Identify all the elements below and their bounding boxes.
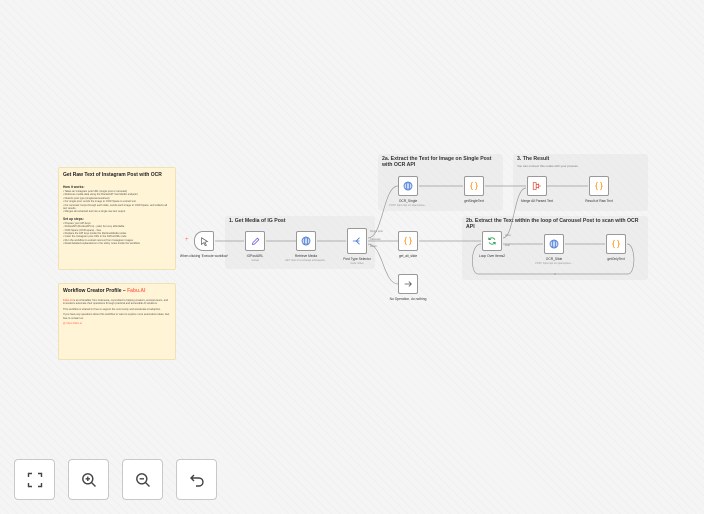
globe-icon [403, 181, 413, 191]
edge-label-loop: loop [505, 244, 510, 247]
node-label: Retrieve Media [294, 254, 318, 258]
group-title: 2a. Extract the Text for Image on Single… [382, 156, 492, 168]
setup-heading: Set up steps: [63, 216, 84, 221]
node-label: getOnlyText [607, 257, 625, 261]
node-label: getSingleText [464, 199, 484, 203]
cursor-click-icon [200, 236, 208, 246]
loop-icon [488, 237, 496, 245]
list-item: • Run the workflow to extract raw text f… [63, 238, 133, 242]
node-subtitle: POST: https://api.ocr.space/parse... [535, 262, 573, 265]
list-item: • Replace the API keys inside the Retrie… [63, 232, 127, 236]
list-item: • Prepare your API keys: [63, 221, 92, 225]
connection-posttype-noop [367, 243, 399, 285]
node-manual-trigger[interactable] [194, 231, 214, 251]
node-label: Post Type Selector [343, 257, 371, 261]
zoom-out-icon [135, 472, 150, 487]
switch-icon [352, 237, 360, 245]
node-subtitle: mode: Rules [350, 262, 364, 265]
node-label: OCR_Single [398, 199, 418, 203]
group-title: 3. The Result [517, 156, 550, 162]
edge-label-done: done [505, 234, 511, 237]
node-get-single-text[interactable] [464, 176, 484, 196]
list-item: - OCR.Space (OCR.space) - free [63, 228, 102, 232]
zoom-out-button[interactable] [122, 459, 163, 500]
braces-icon [404, 236, 412, 246]
list-item: • Retrieves media data using the RocketA… [63, 193, 138, 197]
list-item: • Detects post type (single/carousel/ree… [63, 196, 110, 200]
node-label: OCR_Slide [545, 257, 563, 261]
node-label: get_all_slide [398, 254, 418, 258]
braces-icon [595, 181, 603, 191]
node-post-type-selector[interactable] [347, 228, 367, 254]
node-label: Result of Raw Text [585, 199, 613, 203]
loop-plus-handle [554, 273, 556, 275]
node-igposturl[interactable] [245, 231, 265, 251]
node-merge-all-parsed-text[interactable] [527, 176, 547, 196]
connection-loop-merge [502, 187, 527, 239]
node-label: IGPostURL [246, 254, 264, 258]
profile-name: Fabu.AI [127, 288, 146, 294]
list-item: • For carousel: loops through each slide… [63, 203, 167, 211]
undo-icon [189, 474, 204, 487]
edge-label-reels: Reels [370, 245, 377, 248]
node-label: Loop Over Items2 [478, 254, 506, 258]
arrow-right-icon [404, 281, 412, 287]
how-it-works-list: • Takes an Instagram post URL (single po… [63, 190, 171, 214]
node-retrieve-media[interactable] [296, 231, 316, 251]
group-title: 2b. Extract the Text within the loop of … [466, 218, 639, 230]
node-loop-over-items[interactable] [482, 231, 502, 251]
sticky-note-profile[interactable]: Workflow Creator Profile – Fabu.AI Fabu.… [58, 283, 176, 360]
node-get-only-text[interactable] [606, 234, 626, 254]
setup-list: • Prepare your API keys: - RocketAPI (Ro… [63, 222, 171, 246]
node-subtitle: POST: https://api.ocr.space/parse... [389, 204, 427, 207]
reset-zoom-button[interactable] [176, 459, 217, 500]
node-ocr-slide[interactable] [544, 234, 564, 254]
profile-link[interactable]: @ https://fabu.ai [63, 322, 82, 326]
zoom-in-button[interactable] [68, 459, 109, 500]
profile-paragraph: If you have any questions about this wor… [63, 313, 170, 320]
group-title: 1. Get Media of IG Post [229, 218, 286, 224]
list-item: • Insert the Instagram post URL in the I… [63, 235, 127, 239]
sticky-title: Workflow Creator Profile – Fabu.AI [63, 288, 171, 294]
braces-icon [470, 181, 478, 191]
add-trigger-plus[interactable]: + [185, 237, 189, 243]
merge-icon [532, 182, 541, 190]
list-item: • Takes an Instagram post URL (single po… [63, 190, 128, 193]
profile-text: is an AI Enabler from Indonesia, committ… [63, 299, 169, 306]
globe-icon [301, 236, 311, 246]
node-subtitle: manual [251, 259, 259, 262]
node-ocr-single[interactable] [398, 176, 418, 196]
profile-brand: Fabu.AI [63, 299, 73, 302]
node-result-of-raw-text[interactable] [589, 176, 609, 196]
profile-paragraph: This workflow is shared for free to supp… [63, 307, 161, 311]
connection-getonlytext-loop [472, 243, 635, 275]
node-get-all-slide[interactable] [398, 231, 418, 251]
list-item: - RocketAPI (RocketAPI.io) - paid, but v… [63, 225, 125, 229]
fit-view-icon [27, 472, 42, 487]
globe-icon [549, 239, 559, 249]
node-no-operation[interactable] [398, 274, 418, 294]
pencil-icon [251, 237, 259, 245]
profile-title: Workflow Creator Profile – [63, 288, 128, 294]
list-item: • Read detailed explanations in the stic… [63, 242, 140, 246]
list-item: • For single post: sends the image to OC… [63, 200, 136, 204]
node-label: When clicking 'Execute workflow' [179, 254, 229, 258]
connection-posttype-ocrsingle [367, 185, 399, 239]
braces-icon [612, 239, 620, 249]
group-subtitle: You can connect this nodes with your pro… [517, 164, 578, 168]
edge-label-carousel: Carousel [370, 238, 381, 241]
fit-view-button[interactable] [14, 459, 55, 500]
sticky-title: Get Raw Text of Instagram Post with OCR [63, 172, 162, 178]
list-item: • Merges all extracted text into a singl… [63, 210, 126, 214]
zoom-in-icon [81, 472, 96, 487]
node-subtitle: GET: https://v1.rocketapi.io/instagram..… [285, 259, 327, 262]
node-label: Merge All Parsed Text [520, 199, 553, 203]
node-label: No Operation, do nothing [389, 297, 427, 301]
profile-paragraph: Fabu.AI is an AI Enabler from Indonesia,… [63, 299, 171, 306]
edge-label-single: Single post [370, 230, 383, 233]
sticky-note-overview[interactable]: Get Raw Text of Instagram Post with OCR … [58, 167, 176, 270]
how-it-works-heading: How it works: [63, 185, 85, 189]
